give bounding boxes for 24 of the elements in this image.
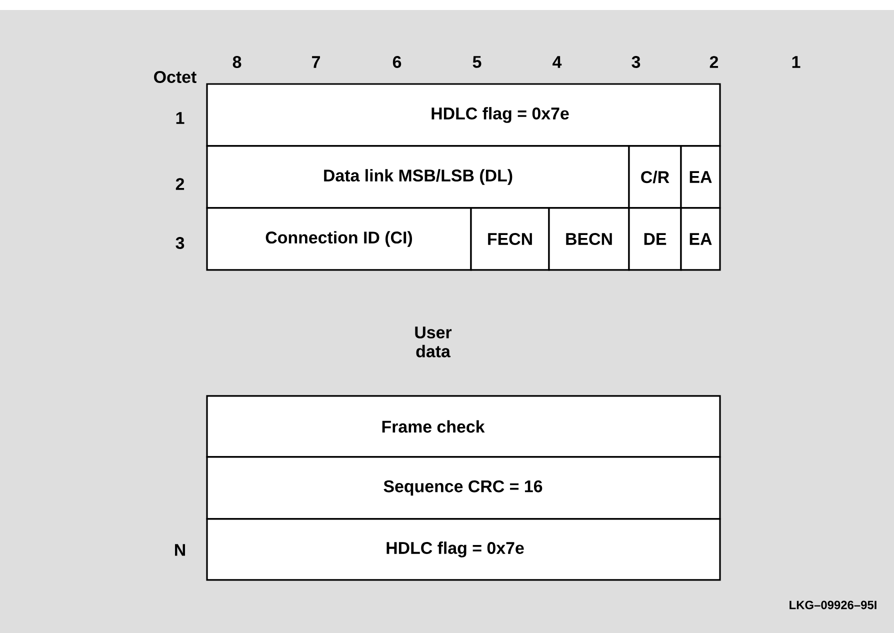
field-cell: EA (680, 207, 721, 271)
bit-number: 4 (552, 56, 562, 68)
bit-number: 1 (792, 56, 800, 68)
bit-number: 3 (632, 56, 640, 68)
bit-number: 8 (232, 56, 242, 68)
field-cell: Frame check (206, 395, 721, 458)
field-cell: Sequence CRC = 16 (206, 456, 721, 520)
octet-number: N (175, 544, 185, 556)
field-label: User data (415, 326, 452, 358)
field-cell: EA (680, 145, 721, 209)
bit-number: 7 (312, 56, 320, 68)
octet-number: 1 (176, 112, 184, 124)
field-cell: DE (628, 207, 682, 271)
field-cell: C/R (628, 145, 682, 209)
bit-number: 2 (710, 56, 718, 68)
column-heading: Octet (154, 71, 196, 83)
field-cell: BECN (548, 207, 630, 271)
octet-number: 3 (176, 236, 184, 249)
bit-number: 6 (392, 56, 402, 68)
bit-number: 5 (472, 56, 482, 68)
field-cell: FECN (470, 207, 550, 271)
octet-number: 2 (176, 178, 184, 190)
field-cell: HDLC flag = 0x7e (206, 518, 721, 581)
figure-id: LKG–09926–95I (790, 600, 876, 610)
